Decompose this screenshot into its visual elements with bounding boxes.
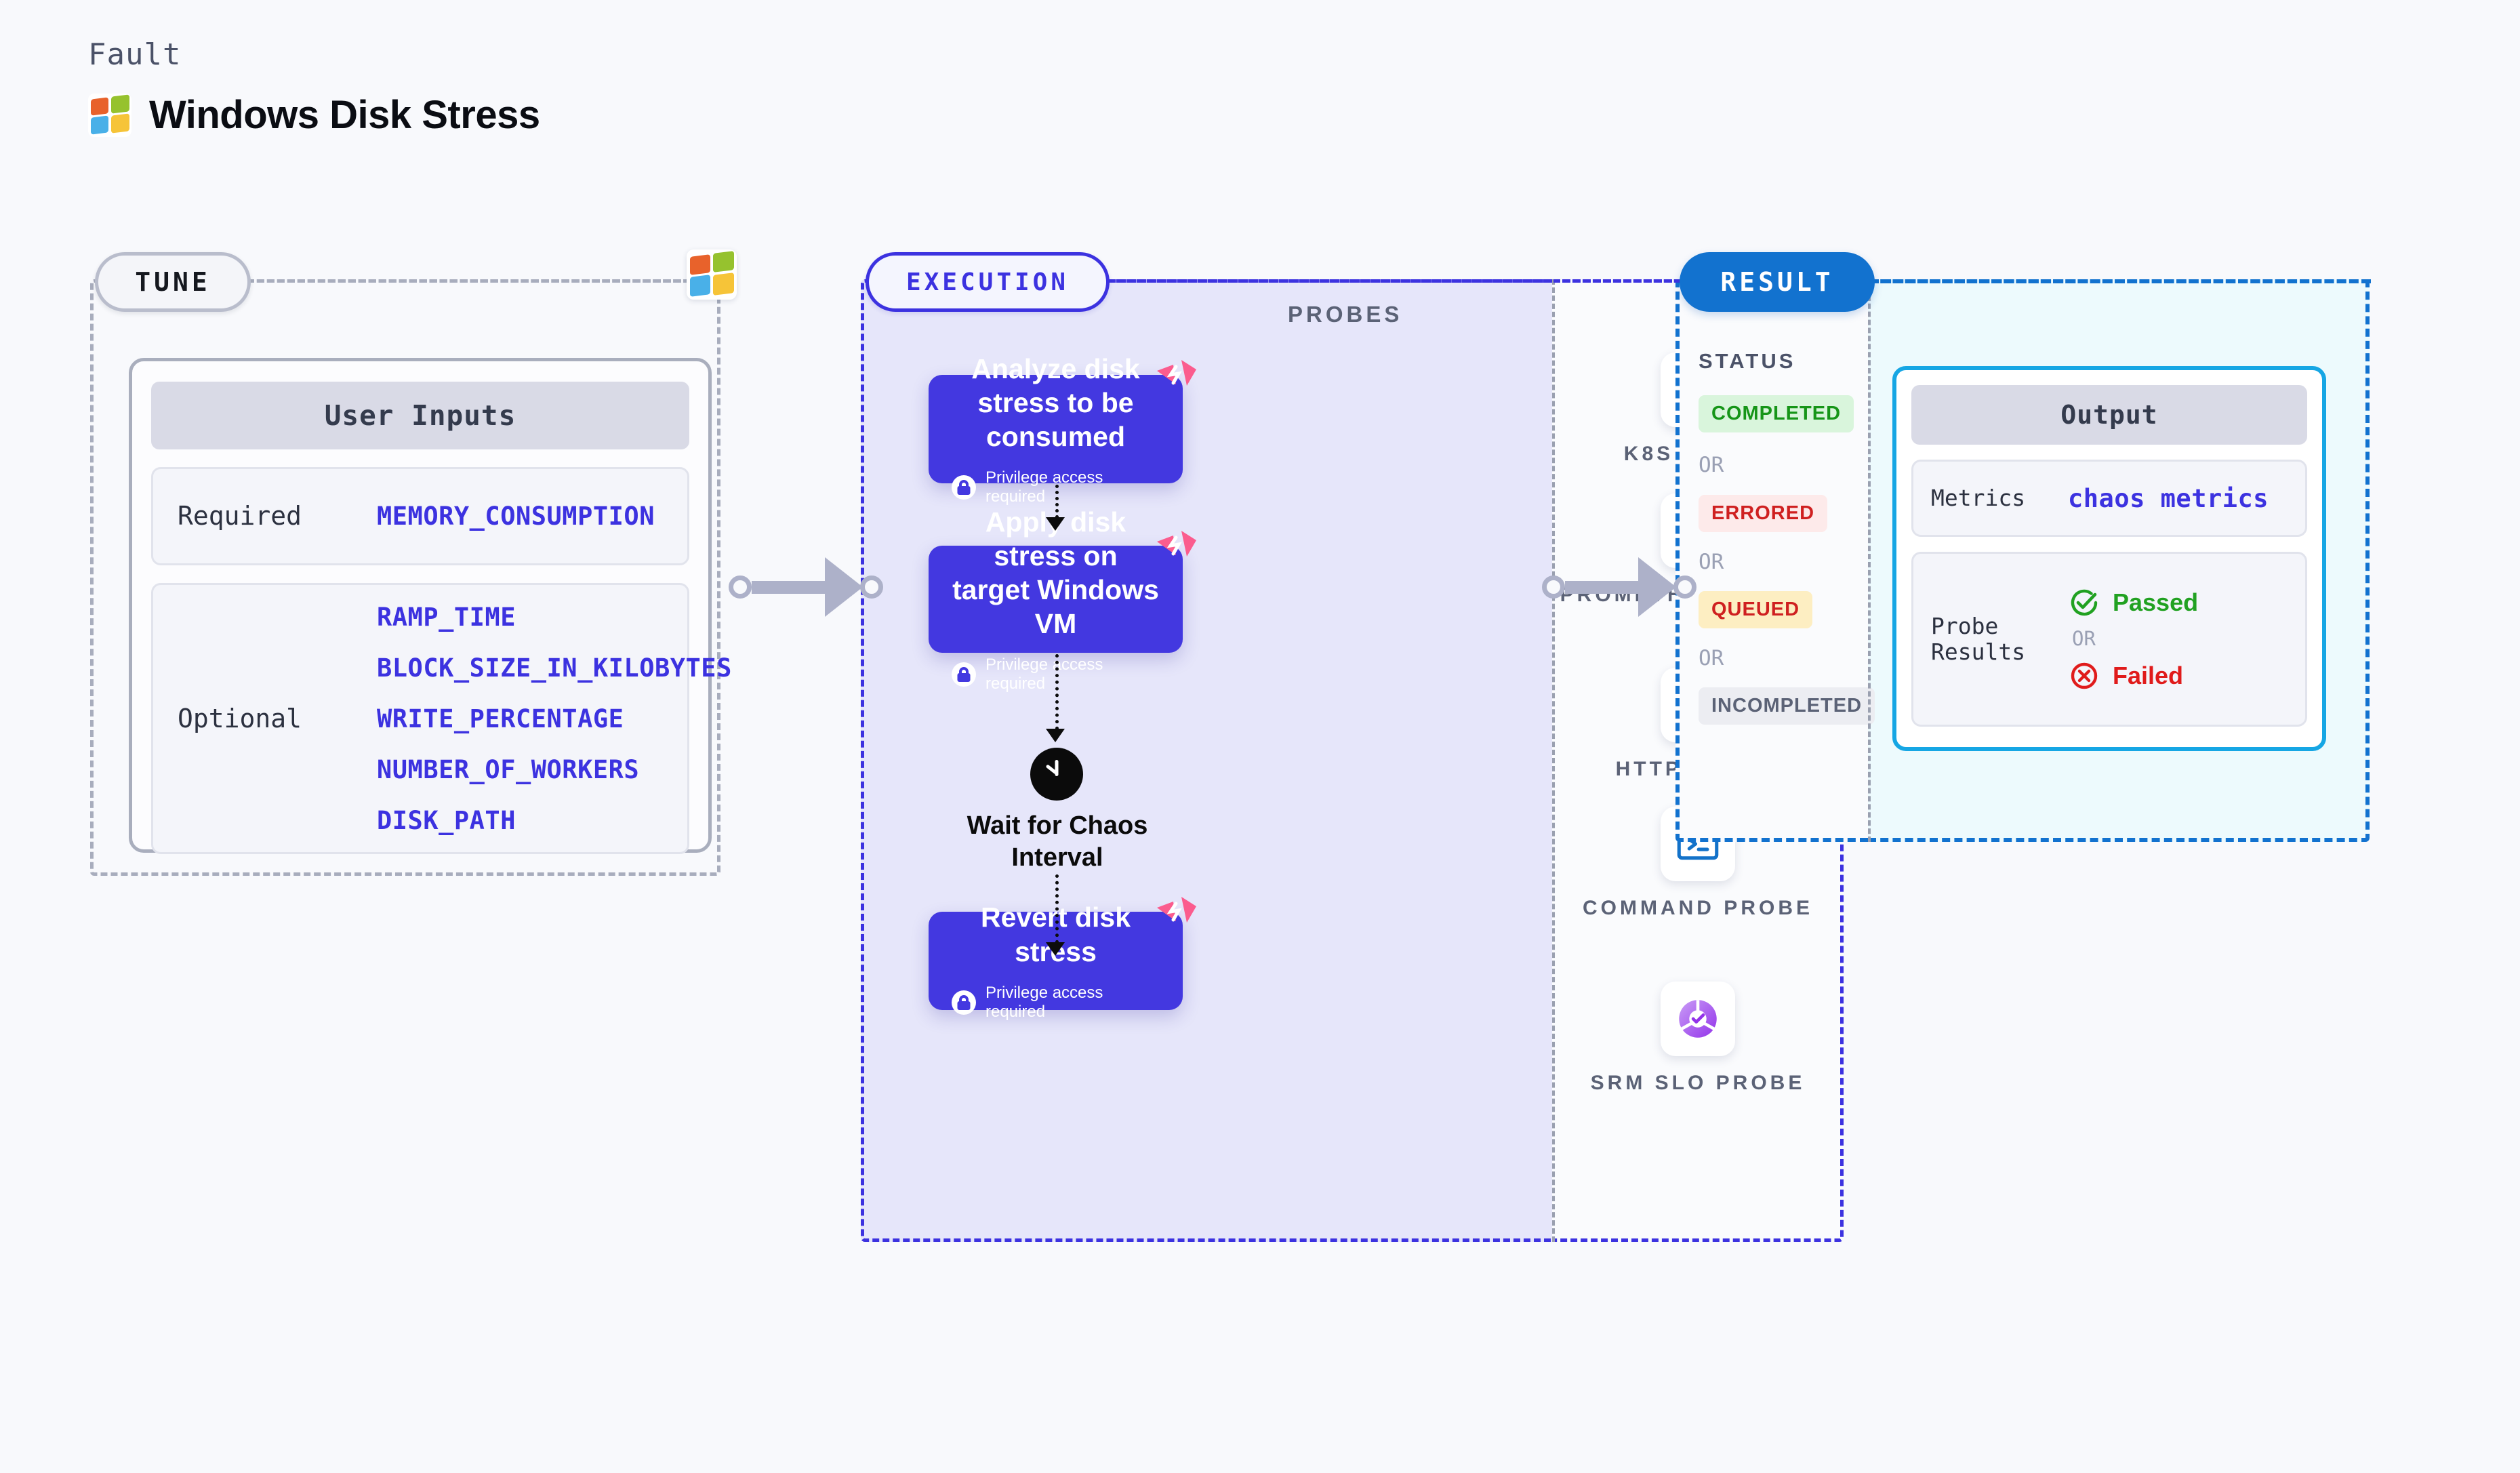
lock-icon <box>952 662 976 687</box>
privilege-note: Privilege access required <box>952 984 1160 1022</box>
output-metrics-key: Metrics <box>1931 484 2026 511</box>
wait-for-chaos-interval-label: Wait for Chaos Interval <box>967 811 1148 872</box>
tune-row-required-key: Required <box>178 501 302 531</box>
execution-top-dashed-line <box>1106 279 1845 283</box>
probe-result-passed: Passed <box>2068 586 2198 619</box>
connector-arrowhead <box>825 557 863 617</box>
result-pill[interactable]: RESULT <box>1680 252 1875 312</box>
clock-icon <box>1030 748 1083 801</box>
result-top-dashed-line <box>1871 279 2371 283</box>
status-badge-queued: QUEUED <box>1699 591 1813 628</box>
tune-row-required: Required MEMORY_CONSUMPTION <box>151 467 689 565</box>
chaos-badge-icon <box>1157 897 1196 923</box>
lock-icon <box>952 475 976 500</box>
result-divider <box>1868 279 1871 842</box>
tune-value: MEMORY_CONSUMPTION <box>377 502 655 531</box>
probe-label: SRM SLO PROBE <box>1590 1072 1806 1094</box>
user-inputs-title: User Inputs <box>151 382 689 449</box>
status-badge-incompleted: INCOMPLETED <box>1699 687 1875 725</box>
status-or-2: OR <box>1699 550 1724 574</box>
probes-divider <box>1552 279 1555 1242</box>
output-probe-results-key: Probe Results <box>1931 612 2026 665</box>
lock-icon <box>952 990 976 1015</box>
execution-node-title: Analyze disk stress to be consumed <box>971 352 1140 453</box>
tune-value: WRITE_PERCENTAGE <box>377 704 624 733</box>
output-card: Output Metrics chaos metrics Probe Resul… <box>1892 366 2326 751</box>
privilege-note: Privilege access required <box>952 468 1160 506</box>
check-circle-icon <box>2071 589 2098 616</box>
page-header: Fault Windows Disk Stress <box>88 37 540 138</box>
tune-value: BLOCK_SIZE_IN_KILOBYTES <box>377 653 732 683</box>
execution-pill[interactable]: EXECUTION <box>866 252 1110 312</box>
output-title: Output <box>1911 385 2307 445</box>
execution-node-apply[interactable]: Apply disk stress on target Windows VM P… <box>929 506 1196 693</box>
status-badge-errored: ERRORED <box>1699 495 1828 532</box>
probe-result-passed-label: Passed <box>2113 588 2199 617</box>
tune-row-optional-key: Optional <box>178 703 302 733</box>
connector-end-dot <box>860 576 883 599</box>
tune-row-optional: Optional RAMP_TIME BLOCK_SIZE_IN_KILOBYT… <box>151 583 731 854</box>
title-row: Windows Disk Stress <box>88 92 540 138</box>
tune-value: NUMBER_OF_WORKERS <box>377 754 640 784</box>
connector-arrowhead <box>1638 557 1676 617</box>
result-status-panel <box>1675 279 1868 842</box>
fault-kicker: Fault <box>88 37 182 72</box>
output-metrics-value: chaos metrics <box>2068 483 2269 513</box>
tune-row-required-values: MEMORY_CONSUMPTION <box>377 491 655 542</box>
output-row-metrics: Metrics chaos metrics <box>1911 460 2307 537</box>
tune-top-dashed-line <box>247 279 722 283</box>
output-row-probe-results: Probe Results Passed OR Failed <box>1911 552 2307 727</box>
connector-bar <box>1565 580 1640 594</box>
probe-result-or: OR <box>2072 627 2096 651</box>
privilege-text: Privilege access required <box>985 983 1103 1021</box>
windows-logo-icon <box>88 93 131 137</box>
probe-result-failed: Failed <box>2068 660 2198 692</box>
probes-section-label: PROBES <box>1288 302 1403 327</box>
privilege-note: Privilege access required <box>952 655 1160 693</box>
tune-value: DISK_PATH <box>377 805 516 835</box>
privilege-text: Privilege access required <box>985 468 1103 506</box>
user-inputs-card: User Inputs Required MEMORY_CONSUMPTION … <box>129 358 731 854</box>
chaos-badge-icon <box>1157 531 1196 557</box>
connector-start-dot <box>1542 576 1565 599</box>
connector-start-dot <box>729 576 752 599</box>
page-title: Windows Disk Stress <box>149 93 540 137</box>
probe-result-failed-label: Failed <box>2113 662 2184 690</box>
output-probe-results-values: Passed OR Failed <box>2068 586 2198 692</box>
tune-value: RAMP_TIME <box>377 602 516 632</box>
status-or-3: OR <box>1699 646 1724 670</box>
windows-logo-icon <box>687 249 737 300</box>
execution-node-analyze[interactable]: Analyze disk stress to be consumed Privi… <box>929 353 1196 506</box>
connector-execution-to-result <box>1542 557 1696 617</box>
connector-bar <box>752 580 826 594</box>
status-or-1: OR <box>1699 453 1724 477</box>
chaos-badge-icon <box>1157 360 1196 386</box>
probe-label: COMMAND PROBE <box>1583 897 1813 919</box>
status-label: STATUS <box>1699 349 1796 373</box>
tune-row-optional-values: RAMP_TIME BLOCK_SIZE_IN_KILOBYTES WRITE_… <box>377 592 732 846</box>
privilege-text: Privilege access required <box>985 655 1103 693</box>
srm-slo-icon <box>1661 982 1735 1056</box>
x-circle-icon <box>2071 662 2098 689</box>
connector-tune-to-execution <box>729 557 883 617</box>
tune-pill[interactable]: TUNE <box>95 252 251 312</box>
status-badge-completed: COMPLETED <box>1699 395 1854 432</box>
connector-end-dot <box>1673 576 1696 599</box>
probe-srm-slo[interactable]: SRM SLO PROBE <box>1552 982 1844 1097</box>
